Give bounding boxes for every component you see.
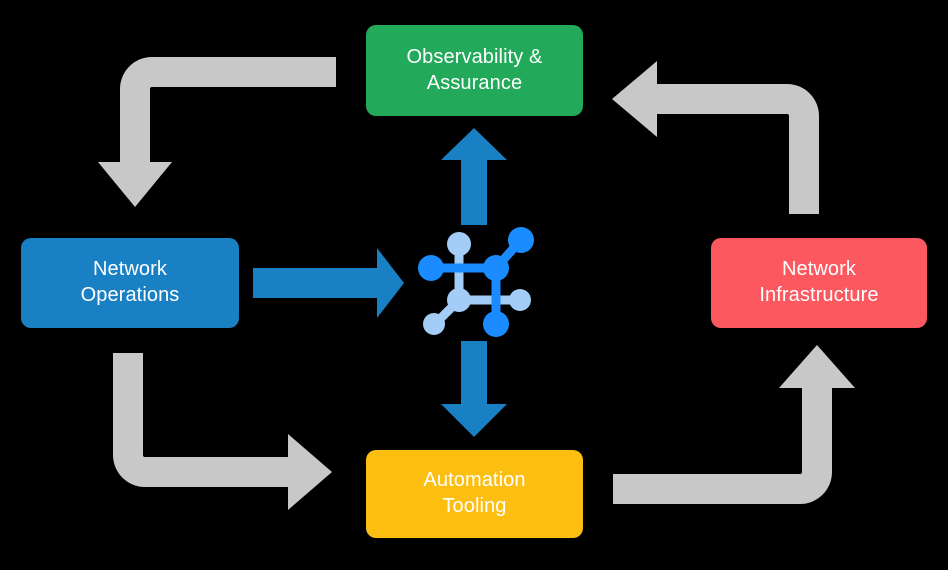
node-network-operations-label: Network Operations xyxy=(80,258,180,306)
network-topology-icon xyxy=(418,227,534,337)
node-automation-tooling-label: Automation Tooling xyxy=(423,469,526,517)
arrow-center-to-observability xyxy=(441,128,507,225)
arrow-infrastructure-to-observability xyxy=(612,61,819,214)
arrow-operations-to-automation xyxy=(113,353,332,510)
node-network-operations[interactable]: Network Operations xyxy=(21,238,239,328)
node-observability-label: Observability & Assurance xyxy=(406,45,543,94)
node-network-infrastructure-label: Network Infrastructure xyxy=(759,258,879,306)
arrow-observability-to-operations xyxy=(98,57,336,207)
node-automation-tooling[interactable]: Automation Tooling xyxy=(366,450,583,538)
arrow-automation-to-infrastructure xyxy=(613,345,855,504)
node-network-infrastructure[interactable]: Network Infrastructure xyxy=(711,238,927,328)
arrow-center-to-automation xyxy=(441,341,507,437)
arrow-operations-to-center xyxy=(253,248,404,318)
node-observability-assurance[interactable]: Observability & Assurance xyxy=(366,25,583,116)
